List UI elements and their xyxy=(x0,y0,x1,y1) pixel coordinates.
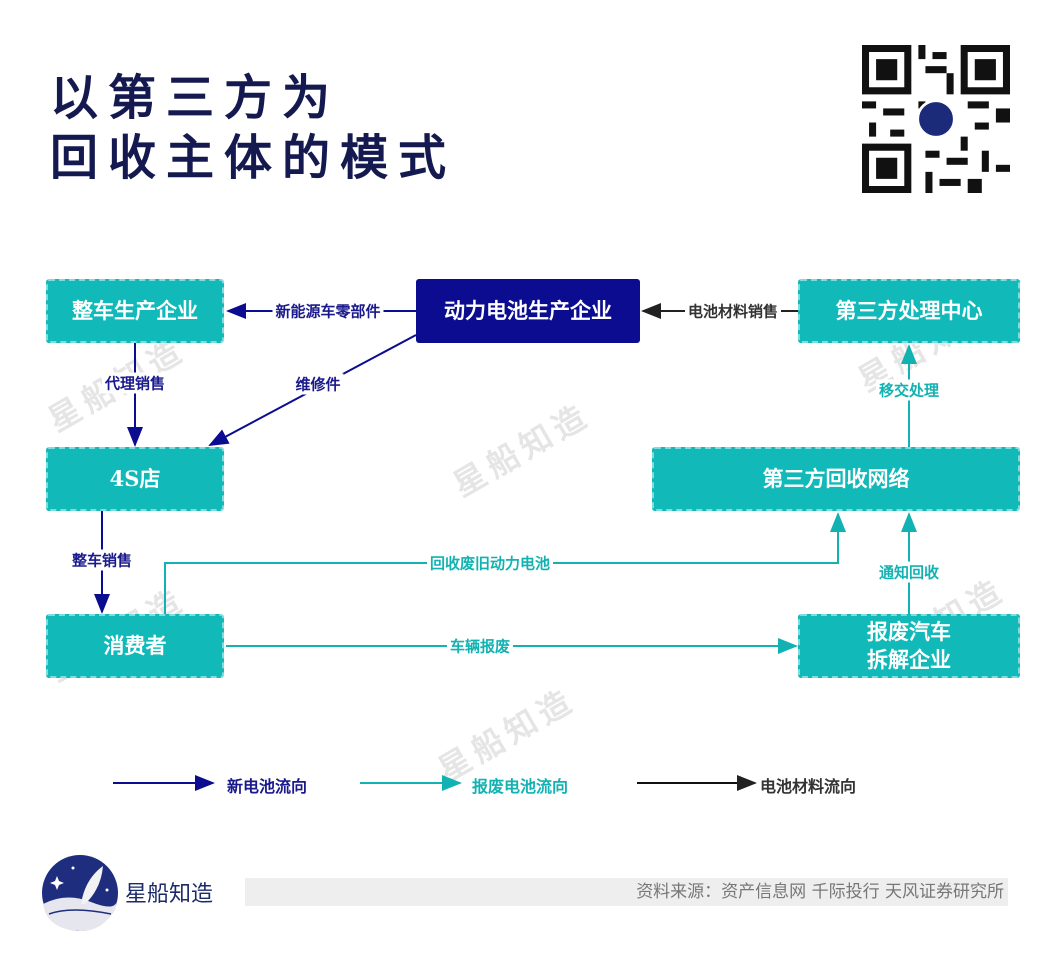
node-third-party-processing: 第三方处理中心 xyxy=(798,279,1020,343)
node-third-party-network: 第三方回收网络 xyxy=(652,447,1020,511)
qr-code xyxy=(862,45,1010,193)
label-vehicle-sales: 整车销售 xyxy=(68,549,136,571)
legend-material: 电池材料流向 xyxy=(760,777,857,796)
brand-logo-icon xyxy=(42,855,118,932)
label-transfer: 移交处理 xyxy=(875,379,943,401)
node-dismantling: 报废汽车 拆解企业 xyxy=(798,614,1020,678)
label-material-sales: 电池材料销售 xyxy=(684,300,782,322)
node-dismantling-line1: 报废汽车 xyxy=(867,618,951,644)
footer-bar xyxy=(245,878,1008,906)
label-recycle-battery: 回收废旧动力电池 xyxy=(426,552,554,574)
brand-name: 星船知造 xyxy=(125,882,214,907)
title-line-1: 以第三方为 xyxy=(50,70,341,126)
node-vehicle-maker: 整车生产企业 xyxy=(46,279,224,343)
label-agent-sales: 代理销售 xyxy=(101,372,169,394)
legend-new-battery: 新电池流向 xyxy=(227,777,308,796)
legend-scrap-battery: 报废电池流向 xyxy=(472,777,569,796)
label-vehicle-scrap: 车辆报废 xyxy=(446,635,514,657)
label-repair-parts: 维修件 xyxy=(292,373,344,395)
node-battery-maker: 动力电池生产企业 xyxy=(416,279,640,343)
label-notify-recycle: 通知回收 xyxy=(875,561,943,583)
node-4s-dealer: 4S店 xyxy=(46,447,224,511)
label-ev-parts: 新能源车零部件 xyxy=(272,300,384,322)
node-consumer: 消费者 xyxy=(46,614,224,678)
node-dismantling-line2: 拆解企业 xyxy=(867,647,951,672)
title-line-2: 回收主体的模式 xyxy=(50,130,457,186)
source-note: 资料来源：资产信息网 千际投行 天风证券研究所 xyxy=(636,882,1004,902)
